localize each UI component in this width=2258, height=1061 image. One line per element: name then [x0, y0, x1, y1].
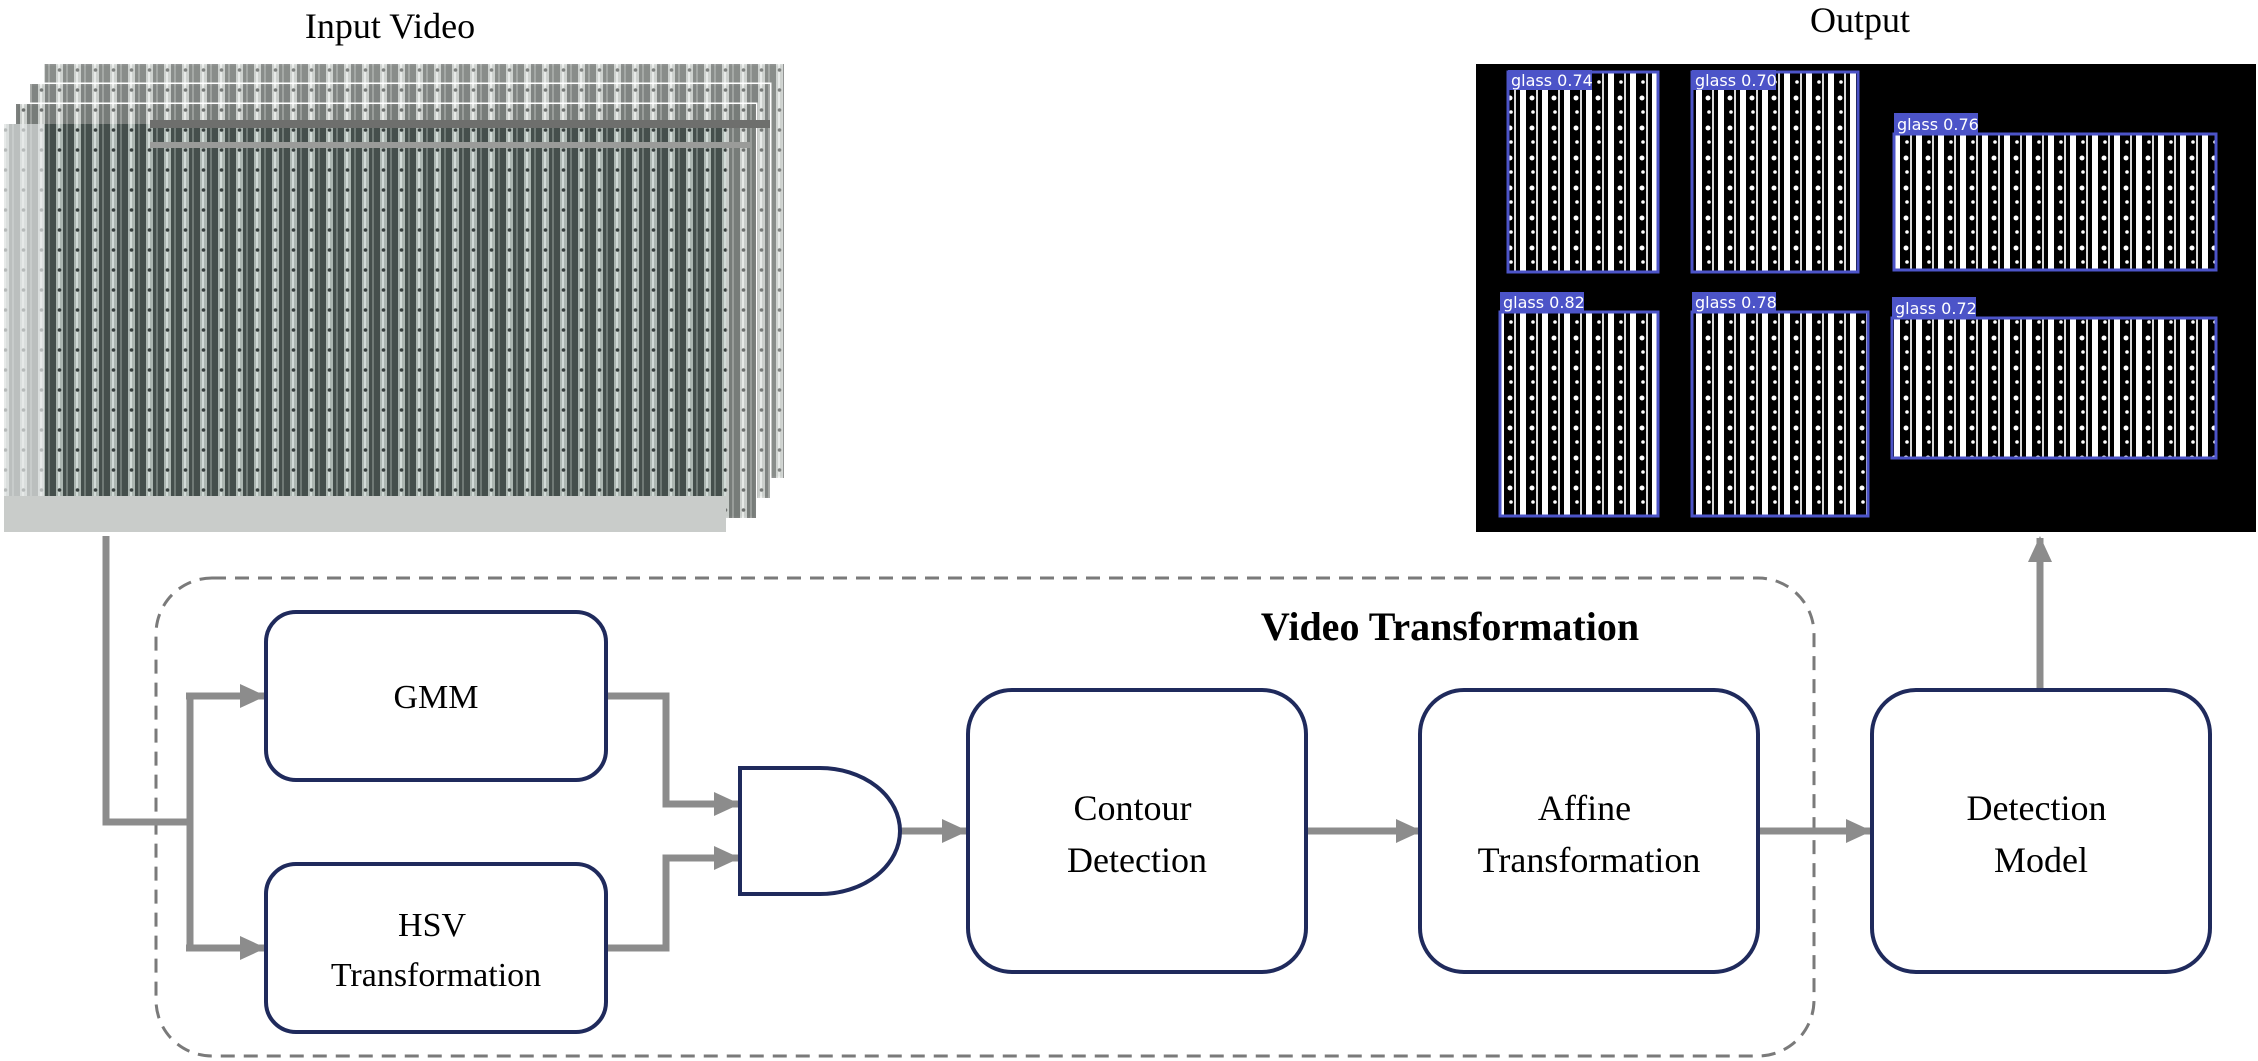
- output-panel: Output glass 0.74 glass 0.70 glass 0.76 …: [1476, 0, 2256, 532]
- detection-label: glass 0.82: [1503, 293, 1585, 312]
- detection-3: glass 0.76: [1892, 113, 2218, 272]
- detection-label: glass 0.74: [1511, 71, 1593, 90]
- node-hsv: HSV Transformation: [264, 862, 608, 1034]
- group-title: Video Transformation: [1261, 604, 1639, 649]
- node-hsv-label: HSV Transformation: [331, 907, 541, 994]
- node-affine: Affine Transformation: [1418, 688, 1760, 974]
- node-gmm-label: GMM: [393, 679, 478, 716]
- detection-1: glass 0.74: [1506, 70, 1660, 274]
- and-gate: [738, 766, 902, 896]
- video-transformation-group: Video Transformation: [154, 576, 1816, 1058]
- arrow-gmm-and: [606, 692, 740, 816]
- connectors: [102, 536, 2052, 960]
- detection-5: glass 0.78: [1690, 292, 1870, 518]
- detection-label: glass 0.78: [1695, 293, 1777, 312]
- detection-label: glass 0.76: [1897, 115, 1979, 134]
- detection-4: glass 0.82: [1498, 292, 1660, 518]
- detection-2: glass 0.70: [1690, 70, 1860, 274]
- input-video-title: Input Video: [305, 6, 475, 46]
- node-contour-label: Contour Detection: [1067, 788, 1207, 880]
- output-title: Output: [1810, 0, 1910, 40]
- detection-6: glass 0.72: [1890, 297, 2218, 460]
- detection-label: glass 0.70: [1695, 71, 1777, 90]
- detection-label: glass 0.72: [1895, 299, 1977, 318]
- connector-input-split: [102, 536, 190, 826]
- node-detection-label: Detection Model: [1967, 788, 2116, 880]
- node-gmm: GMM: [264, 610, 608, 782]
- node-affine-label: Affine Transformation: [1478, 788, 1701, 880]
- node-contour: Contour Detection: [966, 688, 1308, 974]
- arrow-hsv-and: [606, 846, 740, 952]
- node-detection: Detection Model: [1870, 688, 2212, 974]
- video-frame-front: [4, 120, 770, 532]
- input-video: Input Video: [4, 6, 786, 532]
